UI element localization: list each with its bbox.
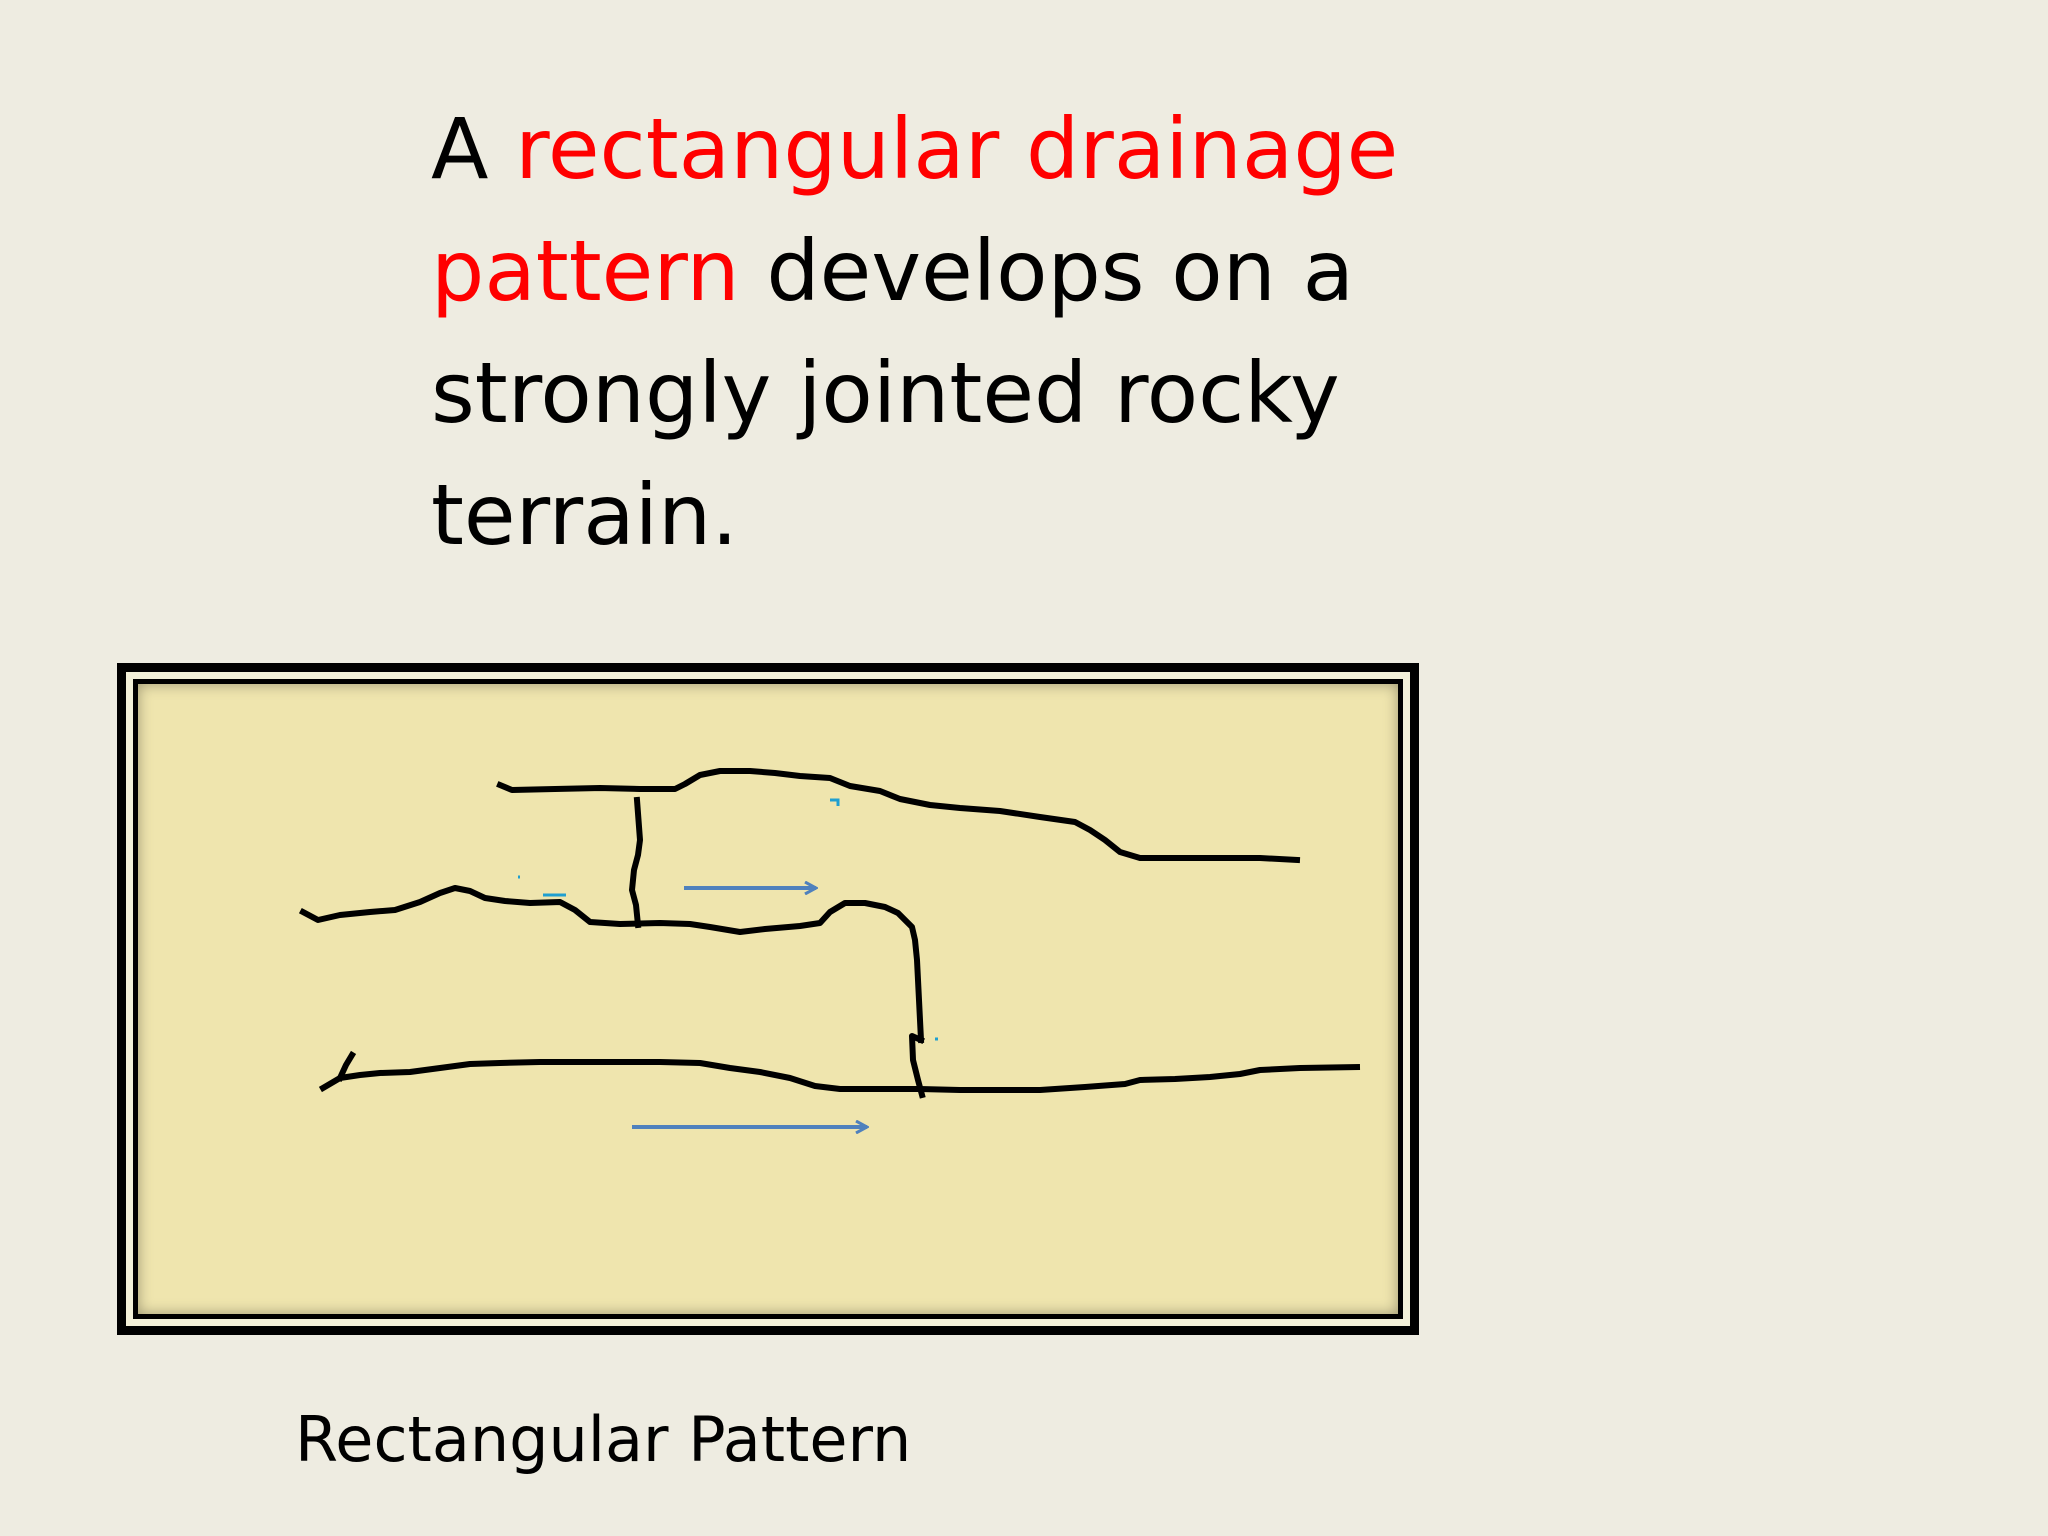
lower-stream-spur	[336, 1050, 357, 1082]
upper-stream	[496, 768, 1301, 864]
lower-stream	[318, 1059, 1361, 1093]
slide-body-text: A rectangular drainage pattern develops …	[431, 88, 1431, 576]
highlighted-term: rectangular drainage pattern	[431, 100, 1399, 320]
tributary-upper	[629, 796, 643, 929]
tributary-lower	[909, 1033, 926, 1099]
text-prefix: A	[431, 100, 516, 198]
diagram-caption: Rectangular Pattern	[295, 1403, 912, 1476]
diagram-frame	[117, 663, 1419, 1335]
marker-tick	[830, 798, 840, 806]
middle-stream	[298, 885, 925, 1044]
text-suffix: develops on a strongly jointed rocky ter…	[431, 222, 1355, 564]
diagram-panel	[138, 684, 1398, 1314]
